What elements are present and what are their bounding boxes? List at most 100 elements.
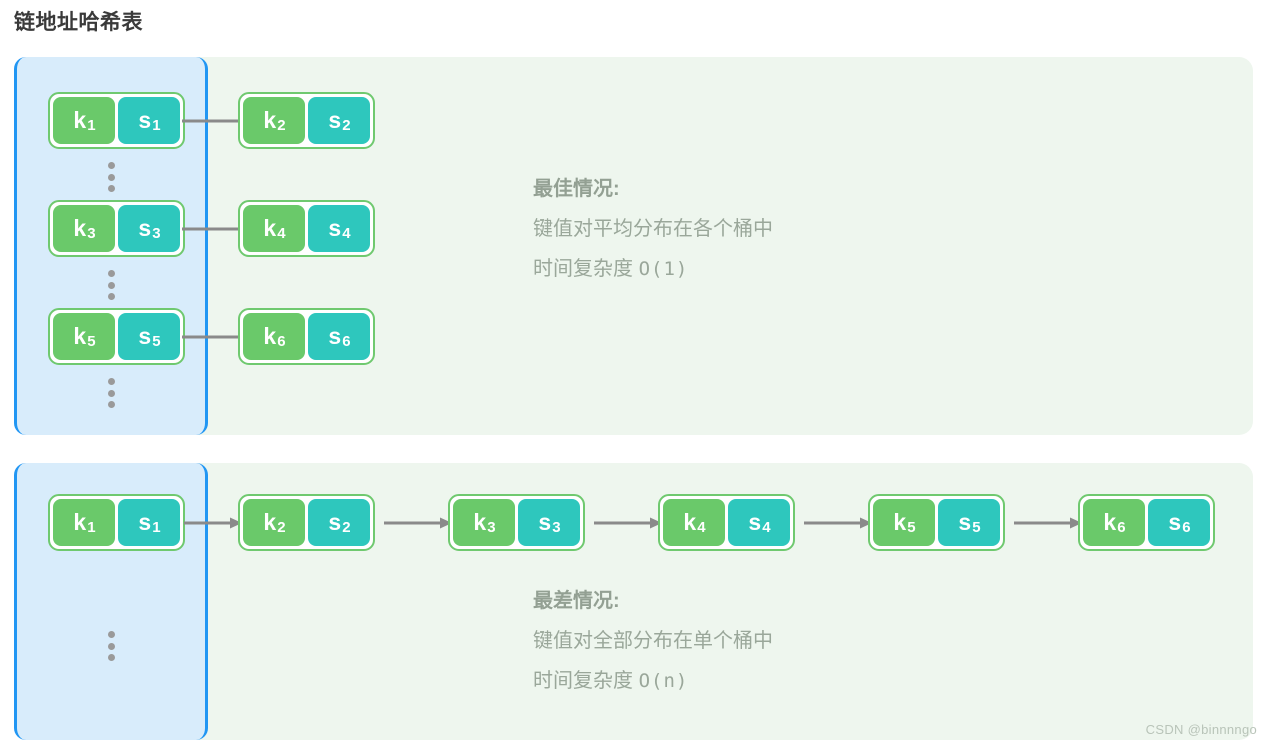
value-subscript: 1 bbox=[152, 117, 161, 134]
chain-arrow-worst-2 bbox=[384, 517, 452, 529]
key-subscript: 3 bbox=[87, 225, 96, 242]
key-label: k bbox=[73, 509, 87, 535]
key-label: k bbox=[263, 323, 277, 349]
value-label: s bbox=[328, 323, 342, 349]
worst-case-annotation: 最差情况: 键值对全部分布在单个桶中 时间复杂度 O(n) bbox=[533, 581, 773, 701]
value-label: s bbox=[138, 215, 152, 241]
bucket-ellipsis-2 bbox=[107, 378, 115, 408]
chain-arrow-worst-4 bbox=[804, 517, 872, 529]
value-subscript: 6 bbox=[1182, 519, 1191, 536]
value-label: s bbox=[138, 509, 152, 535]
key-subscript: 1 bbox=[87, 519, 96, 536]
bucket-ellipsis-worst bbox=[107, 631, 115, 661]
key-label: k bbox=[263, 107, 277, 133]
best-case-annotation: 最佳情况: 键值对平均分布在各个桶中 时间复杂度 O(1) bbox=[533, 169, 773, 289]
key-subscript: 2 bbox=[277, 117, 286, 134]
chain-arrow-worst-5 bbox=[1014, 517, 1082, 529]
bucket-ellipsis-1 bbox=[107, 270, 115, 300]
key-label: k bbox=[73, 215, 87, 241]
key-label: k bbox=[683, 509, 697, 535]
value-label: s bbox=[538, 509, 552, 535]
value-label: s bbox=[138, 107, 152, 133]
value-subscript: 1 bbox=[152, 519, 161, 536]
key-subscript: 6 bbox=[1117, 519, 1126, 536]
key-subscript: 2 bbox=[277, 519, 286, 536]
value-label: s bbox=[328, 509, 342, 535]
key-label: k bbox=[73, 323, 87, 349]
value-label: s bbox=[328, 215, 342, 241]
best-case-line-2: 时间复杂度 O(1) bbox=[533, 249, 773, 289]
key-label: k bbox=[473, 509, 487, 535]
key-label: k bbox=[263, 509, 277, 535]
value-label: s bbox=[328, 107, 342, 133]
value-subscript: 4 bbox=[342, 225, 351, 242]
key-label: k bbox=[73, 107, 87, 133]
best-case-complexity-label: 时间复杂度 bbox=[533, 258, 633, 280]
worst-case-line-2: 时间复杂度 O(n) bbox=[533, 661, 773, 701]
bucket-ellipsis-0 bbox=[107, 162, 115, 192]
worst-case-complexity-value: O(n) bbox=[638, 670, 689, 692]
worst-case-line-1: 键值对全部分布在单个桶中 bbox=[533, 630, 773, 652]
value-subscript: 2 bbox=[342, 519, 351, 536]
best-case-heading: 最佳情况: bbox=[533, 178, 620, 200]
key-subscript: 5 bbox=[907, 519, 916, 536]
best-case-line-1: 键值对平均分布在各个桶中 bbox=[533, 218, 773, 240]
key-subscript: 4 bbox=[277, 225, 286, 242]
value-subscript: 2 bbox=[342, 117, 351, 134]
chain-arrow-worst-1 bbox=[184, 517, 242, 529]
value-label: s bbox=[748, 509, 762, 535]
best-case-complexity-value: O(1) bbox=[638, 258, 689, 280]
value-label: s bbox=[138, 323, 152, 349]
key-subscript: 5 bbox=[87, 333, 96, 350]
key-label: k bbox=[1103, 509, 1117, 535]
worst-case-complexity-label: 时间复杂度 bbox=[533, 670, 633, 692]
key-subscript: 3 bbox=[487, 519, 496, 536]
value-subscript: 5 bbox=[152, 333, 161, 350]
value-subscript: 3 bbox=[152, 225, 161, 242]
page-title: 链地址哈希表 bbox=[14, 11, 143, 34]
value-label: s bbox=[1168, 509, 1182, 535]
key-subscript: 4 bbox=[697, 519, 706, 536]
worst-case-heading: 最差情况: bbox=[533, 590, 620, 612]
watermark: CSDN @binnnngo bbox=[1145, 722, 1257, 737]
value-subscript: 5 bbox=[972, 519, 981, 536]
key-subscript: 6 bbox=[277, 333, 286, 350]
key-label: k bbox=[263, 215, 277, 241]
value-subscript: 3 bbox=[552, 519, 561, 536]
value-subscript: 6 bbox=[342, 333, 351, 350]
